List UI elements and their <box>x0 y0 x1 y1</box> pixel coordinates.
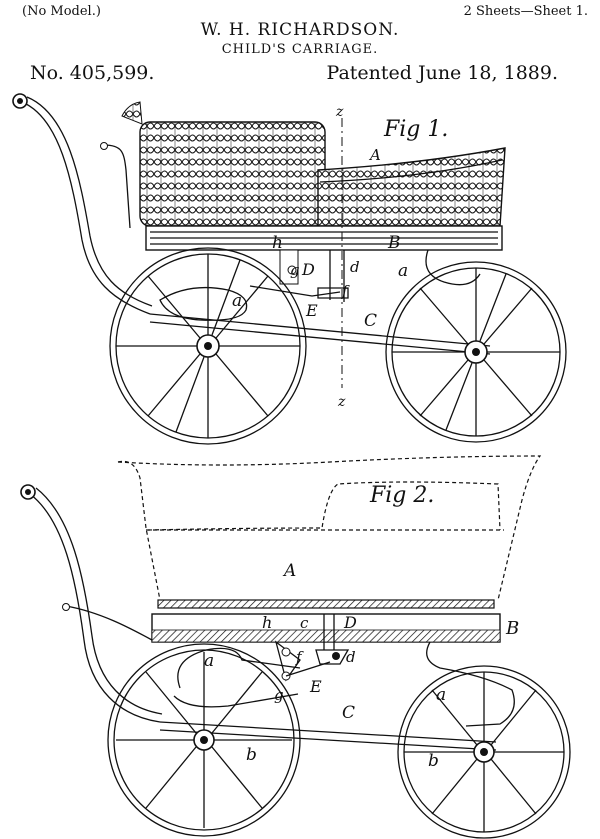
fig1-handle <box>12 93 153 315</box>
fig2-caption: Fig 2. <box>369 483 434 508</box>
fig2-label-a-right: a <box>436 685 446 705</box>
fig2-front-wheel <box>397 665 571 839</box>
fig2-body-outline <box>117 455 542 601</box>
fig1-label-B: B <box>387 233 401 253</box>
fig1-label-d: d <box>350 258 360 276</box>
fig1-label-g: g <box>290 261 300 279</box>
fig1-spring-mechanism <box>249 249 349 302</box>
fig2-label-a-left: a <box>204 651 214 671</box>
fig1-rear-wheel <box>109 247 307 445</box>
fig2-label-A: A <box>282 561 296 581</box>
fig1-caption: Fig 1. <box>383 117 448 142</box>
fig1-foot-well <box>317 147 506 227</box>
fig1-spring-a-right <box>425 249 481 286</box>
fig2-label-f: f <box>295 648 304 666</box>
fig2-label-b-right: b <box>428 751 439 771</box>
fig2-label-c: c <box>300 614 309 632</box>
figure-1: Fig 1. <box>12 93 567 445</box>
fig1-label-E: E <box>305 301 318 320</box>
fig1-reach-bar <box>149 313 491 347</box>
fig2-spring-mechanism <box>274 614 350 682</box>
fig1-label-C: C <box>364 311 377 331</box>
fig1-front-wheel <box>385 261 567 443</box>
fig1-label-a-left: a <box>232 291 242 311</box>
fig2-spring-a-right <box>426 641 515 727</box>
fig2-label-b-left: b <box>246 745 257 765</box>
patent-date: Patented June 18, 1889. <box>326 62 558 84</box>
patent-number: No. 405,599. <box>30 62 155 84</box>
fig2-label-h: h <box>262 613 272 632</box>
fig1-label-a-right: a <box>398 261 408 281</box>
fig2-rear-wheel <box>107 643 301 837</box>
no-model-note: (No Model.) <box>22 4 101 19</box>
fig2-label-D: D <box>343 613 357 632</box>
fig1-label-z-top: z <box>335 104 344 120</box>
fig2-reach-bar <box>159 721 497 743</box>
fig2-floor-board <box>157 599 495 609</box>
fig2-handle <box>20 484 163 723</box>
fig1-carriage-body <box>121 101 506 251</box>
fig1-label-h: h <box>272 233 283 253</box>
invention-title: CHILD'S CARRIAGE. <box>221 42 379 57</box>
figure-2: Fig 2. <box>20 455 571 839</box>
fig2-label-B: B <box>505 618 519 639</box>
fig2-label-C: C <box>342 703 355 723</box>
inventor-name: W. H. RICHARDSON. <box>200 20 400 40</box>
fig2-label-d: d <box>346 648 356 666</box>
fig1-backrest <box>139 121 326 227</box>
fig1-label-A: A <box>368 146 381 164</box>
fig2-label-g: g <box>274 686 284 704</box>
fig1-label-D: D <box>301 260 315 279</box>
fig1-label-f: f <box>341 282 350 300</box>
sheet-number: 2 Sheets—Sheet 1. <box>463 4 588 19</box>
fig2-label-E: E <box>309 677 322 696</box>
fig1-label-z-bottom: z <box>337 394 346 410</box>
fig2-spring-a-left <box>177 647 301 689</box>
